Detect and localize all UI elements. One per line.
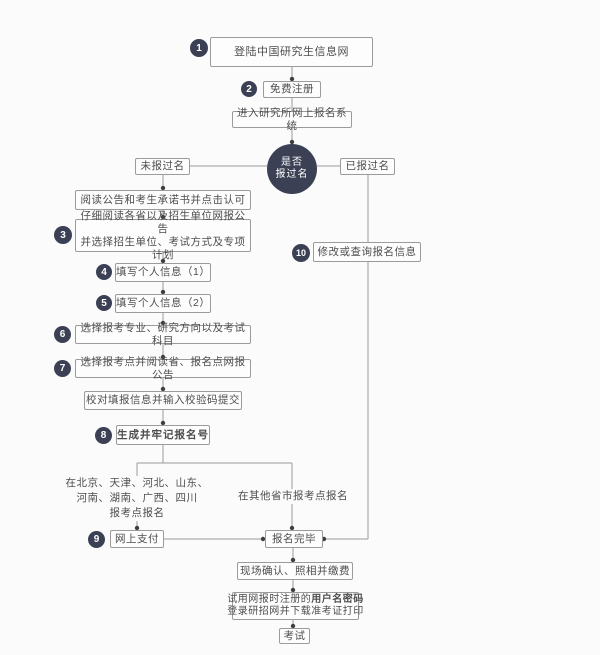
node-read-notice: 阅读公告和考生承诺书并点击认可 <box>75 190 251 210</box>
step-badge-9: 9 <box>88 531 105 548</box>
node-enter-system: 进入研究所网上报名系统 <box>232 107 352 132</box>
node-exam: 考试 <box>279 628 310 644</box>
node-download-ticket: 试用网报时注册的用户名密码 登录研招网并下载准考证打印 <box>227 592 363 620</box>
junction-dots <box>134 76 327 629</box>
step-badge-5: 5 <box>96 295 112 311</box>
node-not-registered: 未报过名 <box>135 158 190 175</box>
step-badge-2: 2 <box>241 81 257 97</box>
branch-label-listed-provinces: 在北京、天津、河北、山东、 河南、湖南、广西、四川 报考点报名 <box>57 476 217 521</box>
step-badge-6: 6 <box>54 326 71 343</box>
node-free-register: 免费注册 <box>263 81 321 98</box>
node-read-bulletin-choose-unit: 仔细阅读各省以及招生单位网报公告 并选择招生单位、考试方式及专项计划 <box>75 210 251 261</box>
node-choose-major: 选择报考专业、研究方向以及考试科目 <box>75 322 251 347</box>
step-badge-3: 3 <box>54 226 72 244</box>
step-badge-8: 8 <box>95 427 112 444</box>
step-badge-10: 10 <box>292 244 310 262</box>
node-already-registered: 已报过名 <box>340 158 395 175</box>
node-personal-info-2: 填写个人信息（2） <box>115 294 211 313</box>
node-onsite-confirmation: 现场确认、照相并缴费 <box>237 562 353 580</box>
node-modify-query-info: 修改或查询报名信息 <box>313 242 421 262</box>
node-personal-info-1: 填写个人信息（1） <box>115 263 211 282</box>
node-online-payment: 网上支付 <box>110 530 164 548</box>
decision-registered-before: 是否 报过名 <box>267 144 317 194</box>
node-remember-number: 生成并牢记报名号 <box>116 425 210 445</box>
node-verify-submit: 校对填报信息并输入校验码提交 <box>84 391 242 410</box>
step-badge-7: 7 <box>54 360 71 377</box>
step-badge-4: 4 <box>96 264 112 280</box>
node-registration-complete: 报名完毕 <box>265 530 323 548</box>
node-login-yanzhao: 登陆中国研究生信息网 <box>210 37 373 67</box>
node-choose-exam-site: 选择报考点并阅读省、报名点网报公告 <box>75 356 251 381</box>
step-badge-1: 1 <box>190 39 208 57</box>
branch-label-other-provinces: 在其他省市报考点报名 <box>230 489 356 504</box>
